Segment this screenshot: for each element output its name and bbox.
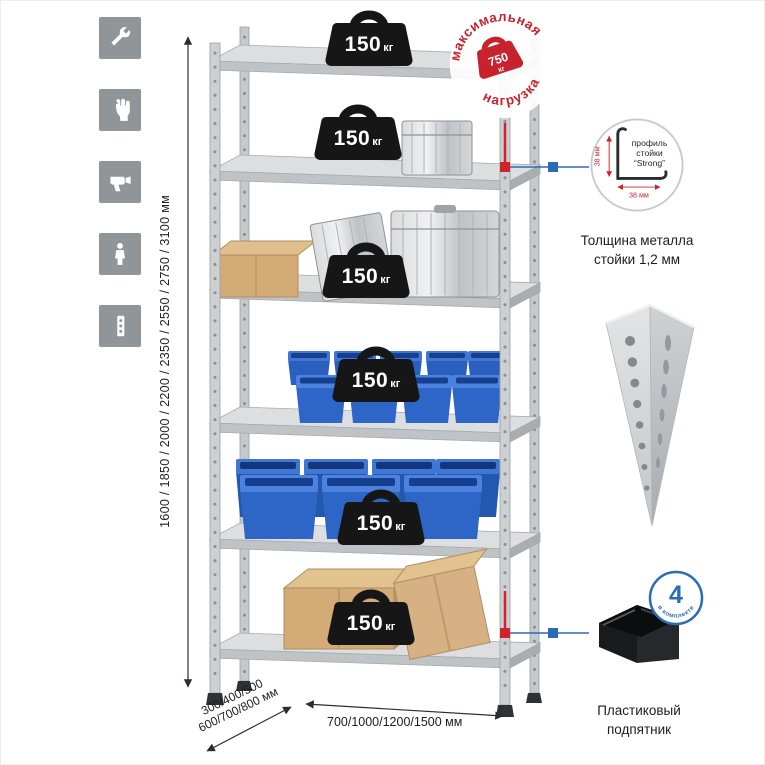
aluminium-case-large bbox=[390, 205, 500, 298]
max-load-stamp: максимальная нагрузка 750 кг bbox=[437, 1, 559, 121]
profile-label-1: профиль bbox=[632, 138, 668, 148]
stamp-unit: кг bbox=[497, 65, 505, 74]
profile-dim-vertical: 38 мм bbox=[593, 146, 602, 166]
profile-label-3: “Strong” bbox=[634, 158, 665, 168]
aluminium-case bbox=[401, 120, 473, 176]
perforated-post-image bbox=[605, 303, 695, 527]
foot-caption: Пластиковый подпятник bbox=[597, 703, 681, 737]
kit-count-number: 4 bbox=[669, 581, 683, 609]
shelving-rack-illustration bbox=[206, 26, 542, 717]
stamp-weight-icon bbox=[481, 36, 507, 53]
callout-marker-blue-top bbox=[548, 162, 558, 172]
depth-dimension-line bbox=[206, 706, 292, 752]
rack-post-icon bbox=[99, 305, 141, 347]
width-dimension-line bbox=[305, 700, 504, 720]
profile-caption: Толщина металла стойки 1,2 мм bbox=[580, 233, 694, 267]
profile-cross-section bbox=[616, 127, 668, 180]
wrench-icon bbox=[99, 17, 141, 59]
glove-icon bbox=[99, 89, 141, 131]
profile-dim-horizontal: 38 мм bbox=[629, 191, 649, 200]
post-profile-diagram: 38 мм 38 мм профиль стойки “Strong” bbox=[589, 117, 685, 213]
stamp-value: 750 bbox=[486, 50, 510, 70]
callout-marker-blue-bottom bbox=[548, 628, 558, 638]
callout-marker-red-top bbox=[500, 162, 510, 172]
person-icon bbox=[99, 233, 141, 275]
profile-label-2: стойки bbox=[636, 148, 663, 158]
callout-marker-red-bottom bbox=[500, 628, 510, 638]
drill-icon bbox=[99, 161, 141, 203]
width-dimensions-label: 700/1000/1200/1500 мм bbox=[327, 715, 463, 729]
kit-count-badge: 4 в комплекте bbox=[647, 569, 705, 627]
